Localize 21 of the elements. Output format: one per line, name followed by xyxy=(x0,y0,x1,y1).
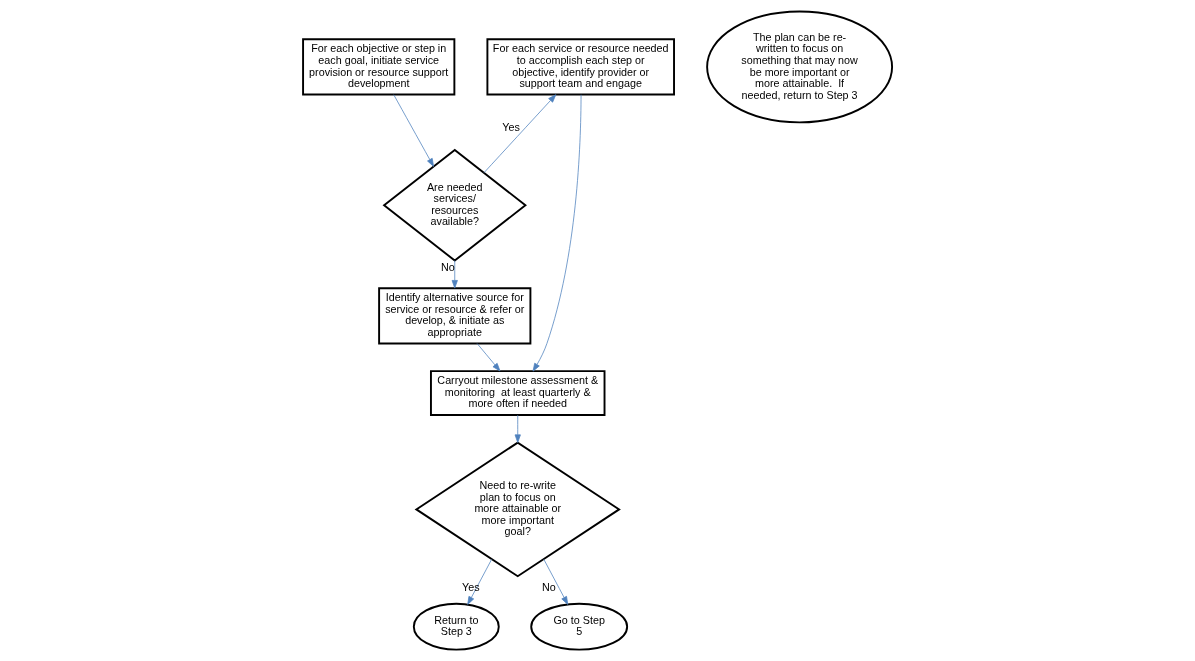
arrow xyxy=(393,94,434,167)
edge-label: No xyxy=(542,580,556,593)
node-ellipse: Go to Step 5 xyxy=(530,602,629,651)
arrow xyxy=(451,260,458,289)
node-diamond: Are needed services/ resources available? xyxy=(382,148,527,262)
edge-label: No xyxy=(440,261,455,274)
node-ellipse: The plan can be re-written to focus on something that may now be more important or more attainable. If needed, return to Step 3 xyxy=(706,10,894,124)
arrow xyxy=(543,558,569,605)
arrow xyxy=(483,94,557,174)
node-diamond: Need to re-write plan to focus on more attainable or more important goal? xyxy=(414,441,621,578)
node-box: Carryout milestone assessment & monitoring at least quarterly & more often if needed xyxy=(430,370,606,416)
node-box: For each objective or step in each goal, initiate service provision or resource support development xyxy=(302,38,456,96)
edge-label: Yes xyxy=(502,120,520,133)
node-box: Identify alternative source for service or resource & refer or develop, & initiate as appropriate xyxy=(378,287,532,345)
arrow xyxy=(532,94,582,372)
edge-label: Yes xyxy=(462,580,480,593)
arrow xyxy=(476,343,501,372)
arrow xyxy=(467,558,493,605)
arrow xyxy=(514,414,521,443)
node-ellipse: Return to Step 3 xyxy=(412,602,500,651)
node-box: For each service or resource needed to accomplish each step or objective, identify provider or support team and engage xyxy=(486,38,675,96)
